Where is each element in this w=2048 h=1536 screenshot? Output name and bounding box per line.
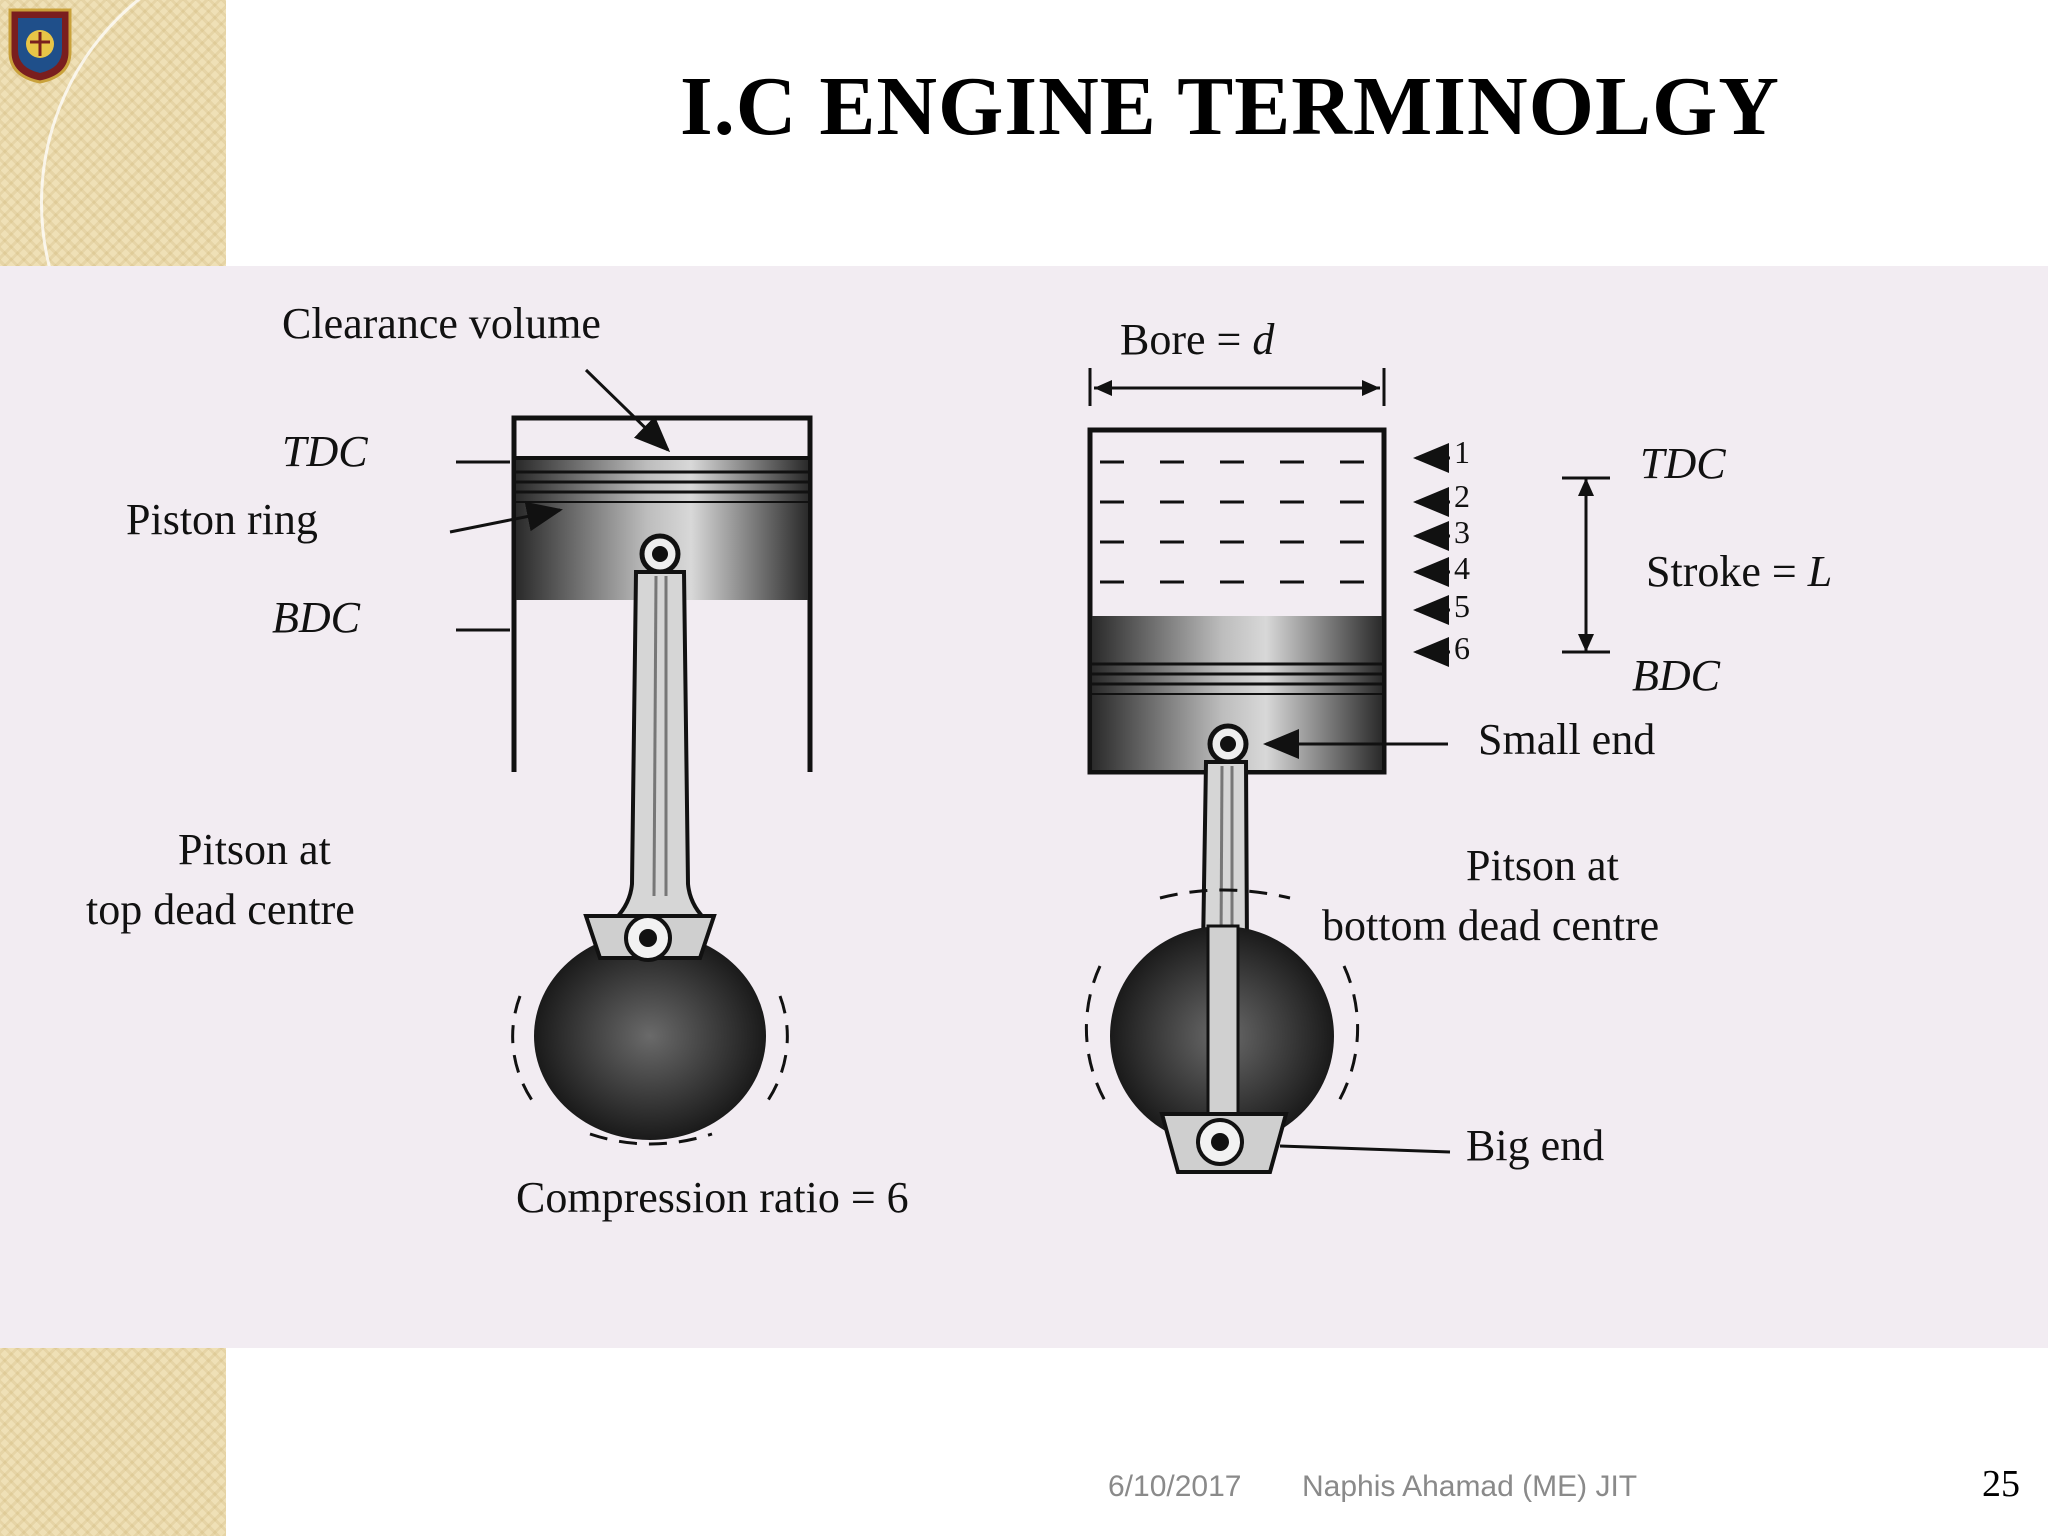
bore-dimension [1088, 368, 1386, 406]
engine-terminology-figure: Clearance volume TDC Piston ring BDC Pit… [0, 266, 2048, 1348]
page-number: 25 [1982, 1463, 2020, 1505]
right-leader-lines [1263, 729, 1451, 1154]
slide-title: I.C ENGINE TERMINOLGY [680, 60, 1780, 153]
big-end-label: Big end [1466, 1121, 1605, 1170]
left-bdc-label: BDC [272, 593, 360, 642]
small-end-label: Small end [1478, 715, 1656, 764]
position-3-label: 3 [1454, 514, 1470, 550]
right-caption-line1: Pitson at [1466, 841, 1619, 890]
stroke-symbol: L [1807, 547, 1833, 596]
right-piston [1092, 616, 1382, 770]
position-6-label: 6 [1454, 630, 1470, 666]
position-1-label: 1 [1454, 434, 1470, 470]
left-caption-line1: Pitson at [178, 825, 331, 874]
position-5-label: 5 [1454, 588, 1470, 624]
clearance-volume-label: Clearance volume [282, 299, 601, 348]
bore-symbol: d [1252, 315, 1275, 364]
stroke-label: Stroke = L [1646, 546, 1832, 597]
compression-ratio-label: Compression ratio = 6 [516, 1173, 909, 1222]
piston-diagram [449, 368, 1610, 1174]
left-piston [516, 456, 808, 600]
left-tdc-label: TDC [282, 427, 368, 476]
stroke-text: Stroke = [1646, 547, 1808, 596]
piston-ring-label: Piston ring [126, 495, 318, 544]
left-connecting-rod [606, 570, 714, 924]
right-crank [1084, 888, 1360, 1174]
right-bdc-label: BDC [1632, 651, 1720, 700]
bore-text: Bore = [1120, 315, 1253, 364]
footer-date: 6/10/2017 [1108, 1470, 1242, 1503]
right-caption-line2: bottom dead centre [1322, 901, 1660, 950]
left-crank [511, 914, 789, 1146]
left-leader-lines [449, 368, 671, 632]
position-2-label: 2 [1454, 478, 1470, 514]
bore-label: Bore = d [1120, 314, 1274, 365]
footer-author: Naphis Ahamad (ME) JIT [1302, 1470, 1638, 1503]
stroke-dimension [1562, 476, 1610, 654]
left-caption-line2: top dead centre [86, 885, 355, 934]
right-tdc-label: TDC [1640, 439, 1726, 488]
institution-logo-icon [8, 8, 72, 84]
position-4-label: 4 [1454, 550, 1470, 586]
